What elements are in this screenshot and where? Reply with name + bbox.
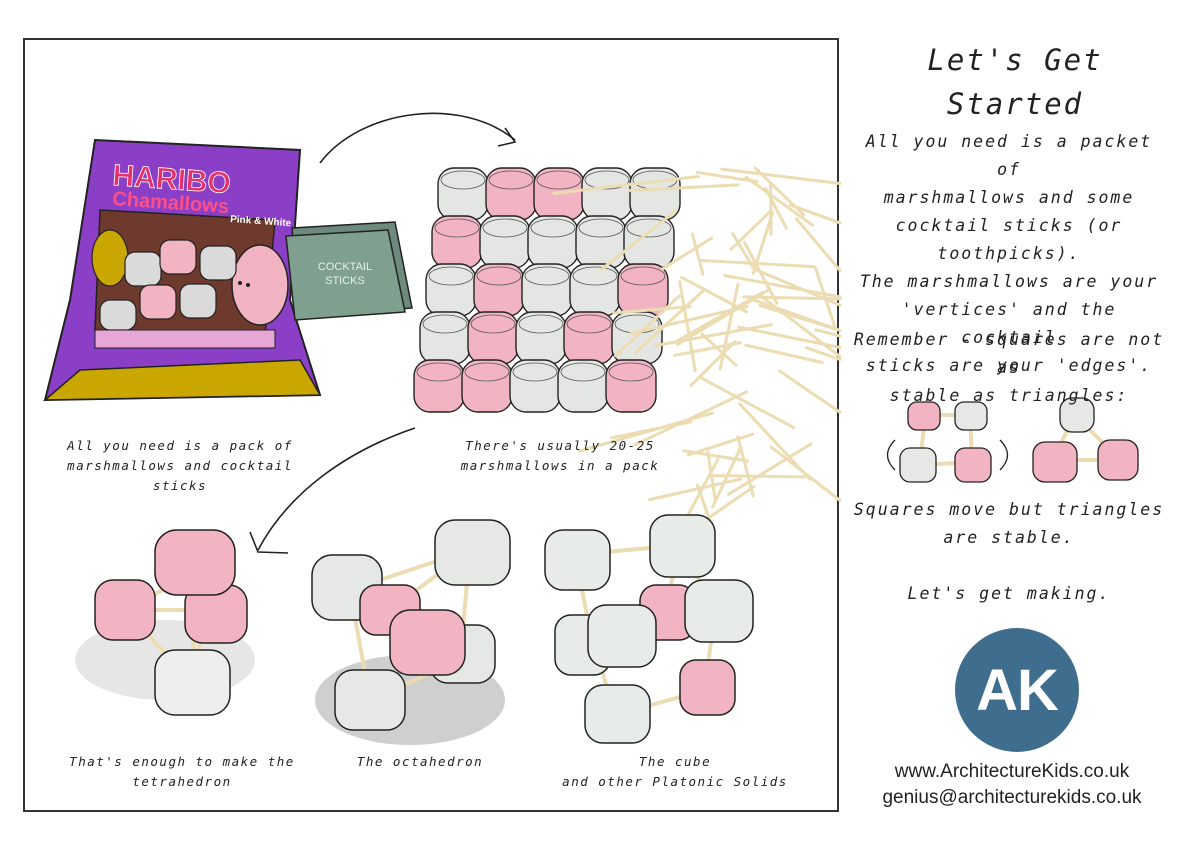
cocktail-stick	[612, 305, 692, 315]
pile-marshmallow	[467, 311, 519, 365]
cocktail-stick	[629, 305, 749, 336]
caption-count: There's usually 20-25 marshmallows in a …	[460, 438, 660, 473]
cocktail-stick	[742, 295, 842, 301]
cocktail-stick	[749, 297, 842, 332]
cocktail-sticks-box: COCKTAIL STICKS	[285, 221, 413, 321]
sticks-box-label-2: STICKS	[325, 275, 365, 287]
remember-text: Remember - squares are not as stable as …	[853, 330, 1165, 405]
octahedron-model	[311, 519, 511, 745]
pile-marshmallow	[419, 311, 471, 365]
cocktail-stick	[552, 175, 700, 195]
arrow-top-head	[497, 127, 517, 147]
pile-marshmallow	[581, 167, 633, 221]
cocktail-stick	[744, 343, 824, 365]
pile-marshmallow	[569, 263, 621, 317]
logo-text: AK	[976, 657, 1059, 723]
pile-marshmallow	[437, 167, 489, 221]
cocktail-stick	[633, 390, 749, 447]
marshmallow-packet: HARIBO Chamallows Pink & White	[42, 138, 322, 402]
cocktail-stick	[675, 287, 772, 346]
cocktail-stick	[680, 275, 749, 314]
cocktail-stick	[723, 274, 842, 299]
pile-marshmallow	[425, 263, 477, 317]
cocktail-stick	[814, 328, 842, 338]
pile-marshmallow	[557, 359, 609, 413]
pile-marshmallow	[431, 215, 483, 269]
cube-model	[544, 514, 754, 744]
pile-marshmallow	[485, 167, 537, 221]
caption-cube: The cube and other Platonic Solids	[562, 754, 788, 789]
caption-tetrahedron: That's enough to make the tetrahedron	[69, 754, 295, 789]
pile-marshmallow	[527, 215, 579, 269]
cocktail-stick	[695, 170, 759, 184]
cta-text: Let's get making.	[907, 584, 1111, 603]
cocktail-stick	[599, 209, 678, 272]
cocktail-stick	[690, 232, 705, 276]
cocktail-stick	[660, 236, 714, 271]
website-link[interactable]: www.ArchitectureKids.co.uk	[894, 761, 1130, 782]
cocktail-stick	[731, 232, 756, 271]
pile-marshmallow	[605, 359, 657, 413]
marshmallow-pile	[413, 167, 681, 413]
packet-variant: Pink & White	[230, 214, 292, 229]
cocktail-stick	[689, 340, 737, 387]
cocktail-stick	[648, 477, 743, 502]
cocktail-stick	[718, 282, 740, 371]
cocktail-stick	[804, 346, 842, 361]
cocktail-stick	[795, 217, 842, 273]
pile-marshmallow	[521, 263, 573, 317]
stability-text: Squares move but triangles are stable.	[853, 500, 1165, 547]
pile-marshmallow	[509, 359, 561, 413]
pile-marshmallow	[515, 311, 567, 365]
cocktail-stick	[682, 449, 749, 463]
cocktail-stick	[743, 241, 779, 305]
cocktail-stick	[614, 294, 681, 358]
cocktail-stick	[633, 288, 706, 355]
tetrahedron-model	[75, 529, 255, 716]
pile-marshmallow	[413, 359, 465, 413]
cocktail-stick	[720, 167, 842, 185]
pile-marshmallow	[479, 215, 531, 269]
arrow-bottom-head	[249, 531, 289, 554]
pile-marshmallow	[563, 311, 615, 365]
cocktail-stick	[698, 375, 796, 430]
cocktail-stick	[778, 369, 842, 414]
architecturekids-logo: AK	[955, 628, 1079, 752]
pile-marshmallow	[623, 215, 675, 269]
arrow-top	[319, 112, 516, 164]
pile-marshmallow	[473, 263, 525, 317]
cocktail-stick	[727, 442, 813, 496]
cocktail-stick	[789, 203, 842, 225]
caption-octahedron: The octahedron	[356, 754, 484, 769]
cocktail-stick	[626, 183, 740, 193]
email-link[interactable]: genius@architecturekids.co.uk	[882, 787, 1142, 808]
stability-diagram	[886, 397, 1139, 483]
cocktail-stick	[764, 186, 788, 230]
sticks-box-label-1: COCKTAIL	[318, 261, 372, 273]
intro-text: All you need is a packet of marshmallows…	[859, 132, 1159, 375]
cocktail-stick	[686, 432, 755, 457]
stick-pile	[552, 166, 842, 527]
pile-marshmallow	[461, 359, 513, 413]
caption-pack: All you need is a pack of marshmallows a…	[67, 438, 293, 493]
cocktail-stick	[700, 332, 738, 367]
cocktail-stick	[738, 402, 812, 481]
cocktail-stick	[678, 280, 697, 373]
arrow-bottom	[257, 427, 416, 551]
cocktail-stick	[687, 458, 720, 516]
cocktail-stick	[744, 175, 814, 227]
cocktail-stick	[653, 323, 773, 348]
pile-marshmallow	[575, 215, 627, 269]
illustration-frame	[23, 38, 839, 812]
page-title: Let's Get Started	[927, 43, 1103, 121]
cocktail-stick	[672, 341, 742, 357]
